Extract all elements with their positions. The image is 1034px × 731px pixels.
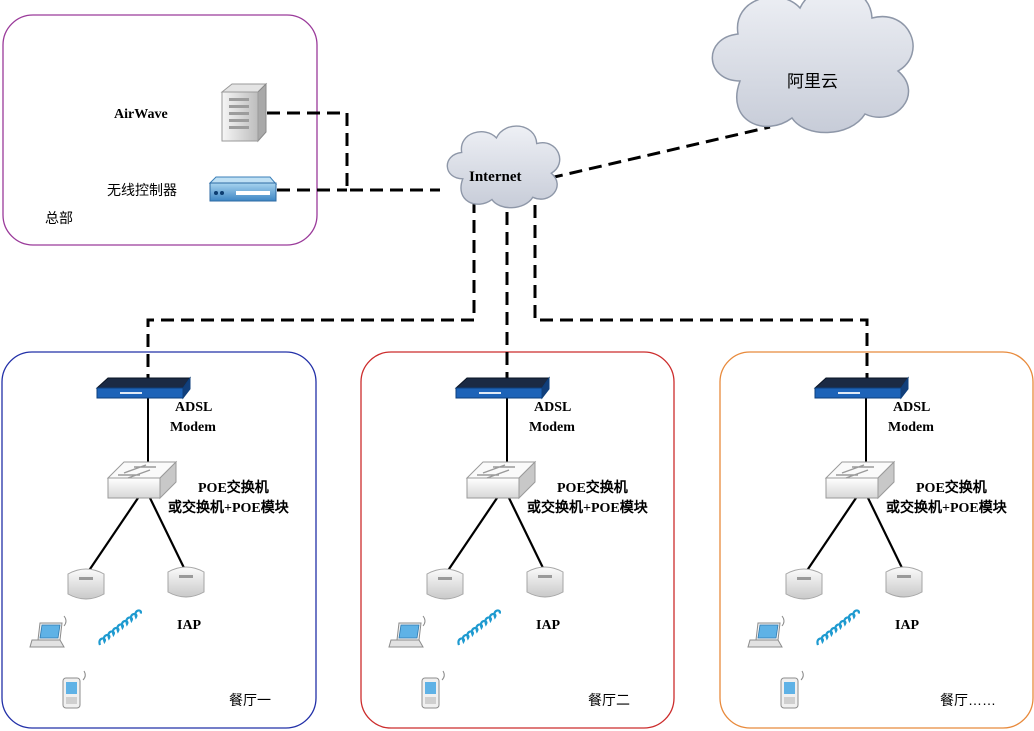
aliyun-label: 阿里云 — [787, 72, 838, 91]
mobile-phone-icon — [780, 670, 804, 709]
airwave-label: AirWave — [114, 107, 168, 122]
wireless-signal-icon — [98, 609, 143, 646]
laptop-icon — [29, 615, 67, 648]
internet-cloud — [446, 125, 561, 209]
branch2-switch-label-1: POE交换机 — [557, 481, 628, 496]
headquarters-box — [2, 14, 318, 246]
branch2-modem-label-1: ADSL — [534, 400, 572, 415]
branch1-name: 餐厅一 — [229, 692, 271, 708]
switch-ap-link — [508, 497, 546, 573]
controller-label: 无线控制器 — [107, 182, 177, 198]
branch1-switch-label-2: 或交换机+POE模块 — [168, 501, 289, 516]
wireless-controller-icon — [208, 176, 278, 202]
switch-ap-link — [805, 497, 857, 573]
internet-label: Internet — [469, 169, 522, 185]
branch2-switch-label-2: 或交换机+POE模块 — [527, 501, 648, 516]
branch1-modem-label-1: ADSL — [175, 400, 213, 415]
branch2-modem-label-2: Modem — [529, 420, 575, 435]
adsl-modem-icon — [95, 376, 191, 400]
poe-switch-icon — [106, 460, 178, 500]
switch-ap-link — [446, 497, 498, 573]
headquarters-label: 总部 — [45, 210, 73, 226]
aliyun-link — [549, 125, 771, 180]
access-point-icon — [67, 568, 105, 600]
branch3-switch-label-2: 或交换机+POE模块 — [886, 501, 1007, 516]
branch1-modem-label-2: Modem — [170, 420, 216, 435]
branch3-iap-label: IAP — [895, 618, 920, 633]
switch-ap-link — [149, 497, 187, 573]
branch-2-devices — [388, 376, 564, 709]
wireless-signal-icon — [816, 609, 861, 646]
mobile-phone-icon — [421, 670, 445, 709]
branch-box-3 — [719, 351, 1034, 729]
access-point-icon — [167, 566, 205, 598]
aliyun-cloud — [711, 0, 914, 134]
branch2-iap-label: IAP — [536, 618, 561, 633]
branch-3-devices — [747, 376, 923, 709]
access-point-icon — [785, 568, 823, 600]
adsl-modem-icon — [813, 376, 909, 400]
wan-links — [146, 111, 869, 384]
switch-ap-link — [867, 497, 905, 573]
branch3-wan-link — [533, 205, 869, 384]
airwave-link — [267, 111, 440, 192]
access-point-icon — [426, 568, 464, 600]
branch1-iap-label: IAP — [177, 618, 202, 633]
access-point-icon — [526, 566, 564, 598]
branch-box-2 — [360, 351, 675, 729]
branch3-switch-label-1: POE交换机 — [916, 481, 987, 496]
wireless-signal-icon — [457, 609, 502, 646]
poe-switch-icon — [465, 460, 537, 500]
laptop-icon — [747, 615, 785, 648]
access-point-icon — [885, 566, 923, 598]
branch-box-1 — [1, 351, 317, 729]
branch2-name: 餐厅二 — [588, 692, 630, 708]
poe-switch-icon — [824, 460, 896, 500]
branch3-name: 餐厅…… — [940, 692, 996, 708]
branch1-switch-label-1: POE交换机 — [198, 481, 269, 496]
adsl-modem-icon — [454, 376, 550, 400]
branch-1-devices — [29, 376, 205, 709]
laptop-icon — [388, 615, 426, 648]
branch1-wan-link — [146, 200, 476, 384]
mobile-phone-icon — [62, 670, 86, 709]
branch3-modem-label-2: Modem — [888, 420, 934, 435]
branch3-modem-label-1: ADSL — [893, 400, 931, 415]
switch-ap-link — [87, 497, 139, 573]
server-icon — [220, 82, 268, 143]
